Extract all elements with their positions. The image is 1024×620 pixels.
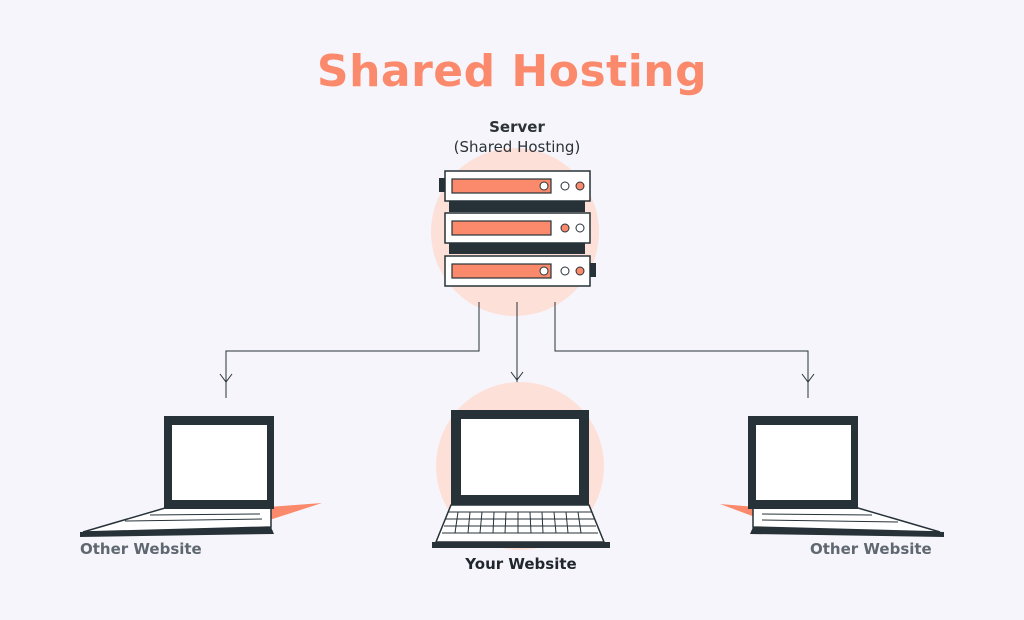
server-unit [444, 212, 591, 244]
drive-bay [451, 178, 552, 194]
laptop-left [80, 416, 322, 537]
server-unit [444, 255, 591, 287]
server-tab [439, 178, 446, 192]
drive-bay [451, 263, 552, 279]
arrowhead-left [219, 373, 233, 383]
status-light [575, 266, 585, 276]
diagram-title: Shared Hosting [316, 46, 708, 97]
arrowhead-center [510, 371, 524, 381]
server-subtitle: (Shared Hosting) [453, 138, 581, 156]
server-tab [589, 263, 596, 277]
connector-left [225, 302, 480, 398]
status-light [575, 181, 585, 191]
drive-bay [451, 220, 552, 236]
laptop-screen [756, 425, 851, 500]
your-website-label: Your Website [465, 555, 577, 573]
other-website-label-right: Other Website [810, 540, 932, 558]
server-title: Server [489, 118, 545, 136]
arrowhead-right [801, 373, 815, 383]
laptop-screen [461, 419, 579, 495]
status-light [575, 223, 585, 233]
laptop-screen [172, 425, 267, 500]
laptop-right [720, 416, 944, 537]
server [431, 148, 599, 316]
server-rail [449, 200, 585, 212]
drive-light [539, 266, 549, 276]
keyboard-keys [442, 511, 598, 534]
status-light [560, 223, 570, 233]
status-light [560, 181, 570, 191]
connector-right [554, 302, 809, 398]
laptop-keyboard [434, 504, 606, 543]
other-website-label-left: Other Website [80, 540, 202, 558]
server-unit [444, 170, 591, 202]
drive-light [539, 181, 549, 191]
laptop-base [750, 527, 944, 537]
laptop-center [432, 382, 610, 550]
server-rail [449, 242, 585, 254]
status-light [560, 266, 570, 276]
laptop-base [80, 527, 274, 537]
laptop-base [432, 542, 610, 548]
